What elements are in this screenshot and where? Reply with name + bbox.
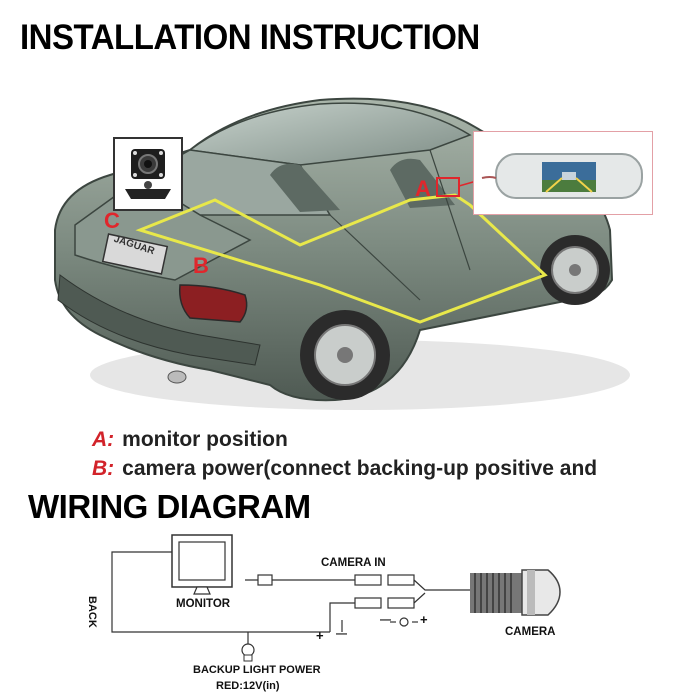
backup-bulb: [241, 643, 255, 657]
marker-b: B: [193, 253, 209, 278]
legend-line-a: A: monitor position: [92, 428, 288, 452]
camera-body: [470, 573, 522, 613]
minus-sign-2: —: [380, 614, 391, 626]
legend-text-b: camera power(connect backing-up positive…: [122, 457, 598, 480]
car-tail-light: [178, 284, 248, 323]
minus-sign: —: [336, 628, 347, 640]
power-plug-1: [354, 597, 382, 609]
marker-a: A: [415, 176, 431, 201]
camera-inset: [113, 137, 183, 211]
camera-in-label: CAMERA IN: [321, 557, 386, 569]
legend-line-b: B: camera power(connect backing-up positi…: [92, 457, 597, 481]
camera-in-plug-2: [387, 574, 415, 586]
backup-light-power-label: BACKUP LIGHT POWER: [193, 664, 321, 676]
car-seats: [270, 163, 340, 212]
plus-sign: +: [316, 628, 324, 643]
back-wire: [111, 551, 330, 633]
camera-in-plug-1: [354, 574, 382, 586]
red-12v-label: RED:12V(in): [216, 680, 280, 692]
wiring-diagram-title: WIRING DIAGRAM: [28, 488, 311, 525]
monitor-marker-box: [436, 177, 460, 197]
exhaust: [167, 370, 187, 384]
car-roof-glass: [188, 102, 472, 166]
page-title: INSTALLATION INSTRUCTION: [20, 16, 480, 57]
legend-key-a: A:: [92, 428, 115, 451]
marker-c: C: [104, 208, 120, 233]
plus-sign-2: +: [420, 612, 428, 627]
back-label: BACK: [86, 596, 98, 628]
wiring-route: [135, 193, 548, 324]
legend-text-a: monitor position: [122, 428, 288, 451]
license-plate: [101, 233, 169, 275]
monitor-label: MONITOR: [176, 598, 231, 610]
mirror-monitor-inset: [473, 131, 653, 215]
power-plug-2: [387, 597, 415, 609]
camera-icon: [125, 149, 171, 199]
car-bumper: [57, 274, 261, 366]
camera-label: CAMERA: [505, 626, 556, 638]
legend-key-b: B:: [92, 457, 115, 480]
mirror-monitor-icon: [481, 153, 643, 199]
